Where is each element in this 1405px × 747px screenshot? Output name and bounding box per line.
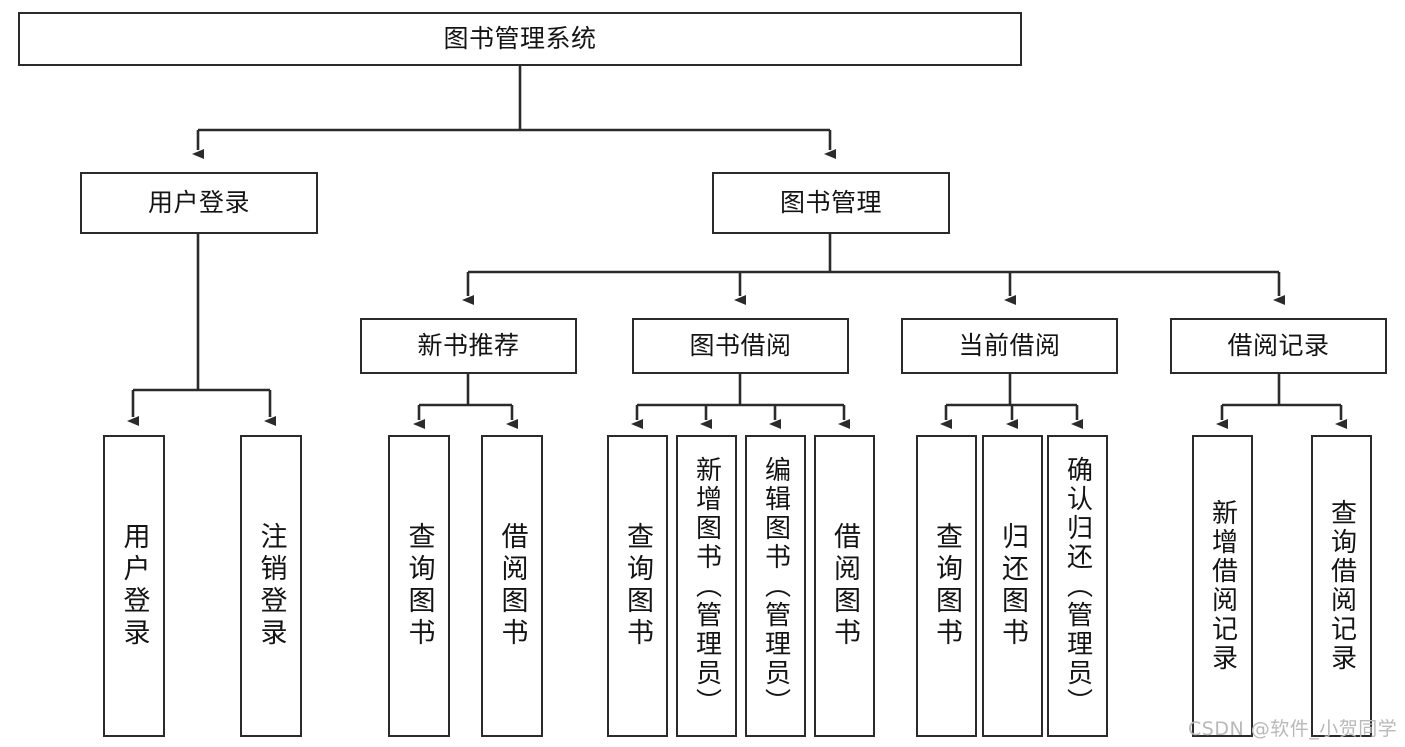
node-leaf-add-book[interactable]: 新增图书（管理员）: [676, 435, 737, 737]
node-user-login-label: 用户登录: [147, 188, 250, 218]
node-leaf-user-login[interactable]: 用户登录: [103, 435, 165, 737]
node-leaf-add-record-label: 新增借阅记录: [1207, 499, 1238, 673]
node-leaf-borrow-book-1[interactable]: 借阅图书: [481, 435, 543, 737]
node-book-borrow[interactable]: 图书借阅: [632, 318, 849, 374]
node-current-borrow[interactable]: 当前借阅: [901, 318, 1118, 374]
node-leaf-return-book-label: 归还图书: [997, 522, 1028, 650]
node-leaf-query-book-2-label: 查询图书: [622, 522, 653, 650]
node-leaf-borrow-book-2-label: 借阅图书: [829, 522, 860, 650]
node-new-book-recommend-label: 新书推荐: [417, 331, 520, 361]
node-leaf-confirm-return-label: 确认归还（管理员）: [1062, 455, 1093, 717]
node-user-login[interactable]: 用户登录: [80, 172, 318, 234]
node-leaf-logout-login-label: 注销登录: [255, 522, 287, 650]
node-leaf-edit-book-label: 编辑图书（管理员）: [760, 455, 791, 717]
node-book-manage-label: 图书管理: [779, 188, 882, 218]
node-leaf-query-book-1[interactable]: 查询图书: [388, 435, 450, 737]
watermark: CSDN @软件_小贺同学: [1188, 718, 1398, 740]
node-leaf-user-login-label: 用户登录: [118, 522, 150, 650]
node-leaf-confirm-return[interactable]: 确认归还（管理员）: [1047, 435, 1108, 737]
node-leaf-query-book-1-label: 查询图书: [403, 522, 435, 650]
node-leaf-query-record-label: 查询借阅记录: [1326, 499, 1357, 673]
node-leaf-logout-login[interactable]: 注销登录: [240, 435, 302, 737]
node-new-book-recommend[interactable]: 新书推荐: [360, 318, 577, 374]
node-leaf-return-book[interactable]: 归还图书: [982, 435, 1043, 737]
node-borrow-record[interactable]: 借阅记录: [1170, 318, 1387, 374]
node-leaf-query-book-3[interactable]: 查询图书: [916, 435, 977, 737]
node-leaf-add-book-label: 新增图书（管理员）: [691, 455, 722, 717]
node-leaf-borrow-book-2[interactable]: 借阅图书: [814, 435, 875, 737]
node-root-label: 图书管理系统: [443, 24, 597, 54]
node-leaf-borrow-book-1-label: 借阅图书: [496, 522, 528, 650]
node-leaf-query-book-3-label: 查询图书: [931, 522, 962, 650]
node-book-borrow-label: 图书借阅: [689, 331, 792, 361]
node-current-borrow-label: 当前借阅: [958, 331, 1061, 361]
node-leaf-query-book-2[interactable]: 查询图书: [607, 435, 668, 737]
node-leaf-query-record[interactable]: 查询借阅记录: [1311, 435, 1372, 737]
node-book-manage[interactable]: 图书管理: [712, 172, 950, 234]
node-leaf-add-record[interactable]: 新增借阅记录: [1192, 435, 1253, 737]
node-root[interactable]: 图书管理系统: [18, 12, 1022, 66]
node-leaf-edit-book[interactable]: 编辑图书（管理员）: [745, 435, 806, 737]
node-borrow-record-label: 借阅记录: [1227, 331, 1330, 361]
